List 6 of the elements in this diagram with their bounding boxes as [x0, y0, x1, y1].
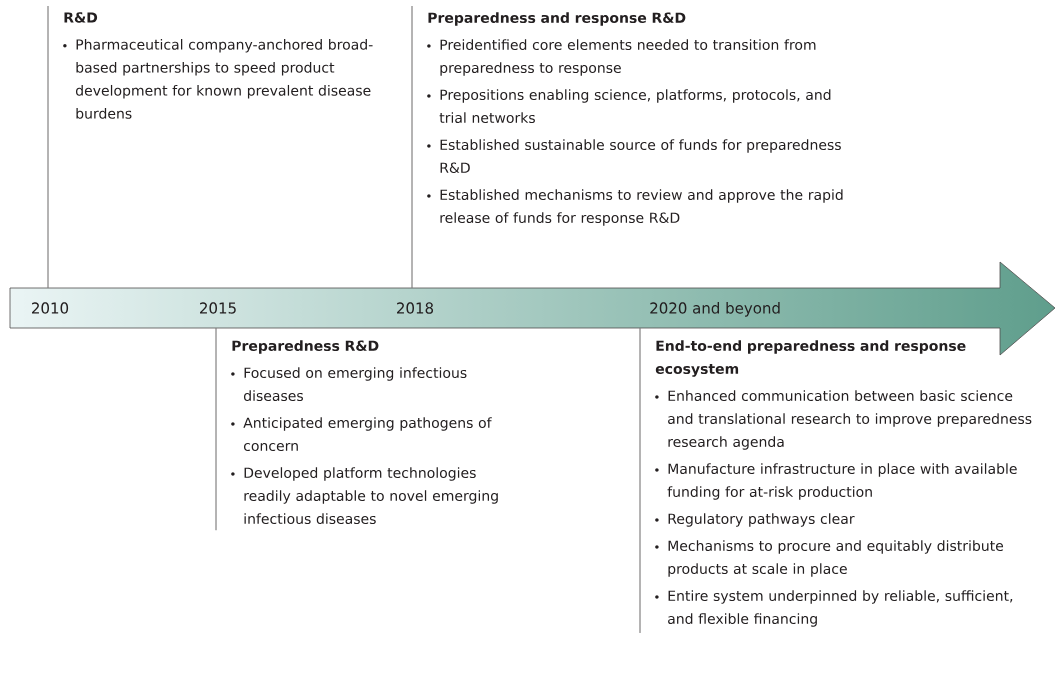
milestone-text: Preparedness and response R&D Preidentified core elements needed to transition from preparedness to response Prepositions enabling science, platforms, protocols, and trial networks Established sustainable source of funds for preparedness R&D Established mechanisms to review and approve the rapid release of funds for response R&D: [427, 12, 843, 226]
timeline-tick-line: [47, 5, 49, 289]
timeline-tick-line: [639, 327, 641, 634]
timeline-tick-line: [411, 5, 413, 289]
timeline-tick-line: [215, 327, 217, 531]
milestone-text: R&D Pharmaceutical company-anchored broad-based partnerships to speed product development for known prevalent disease burdens: [63, 12, 373, 119]
